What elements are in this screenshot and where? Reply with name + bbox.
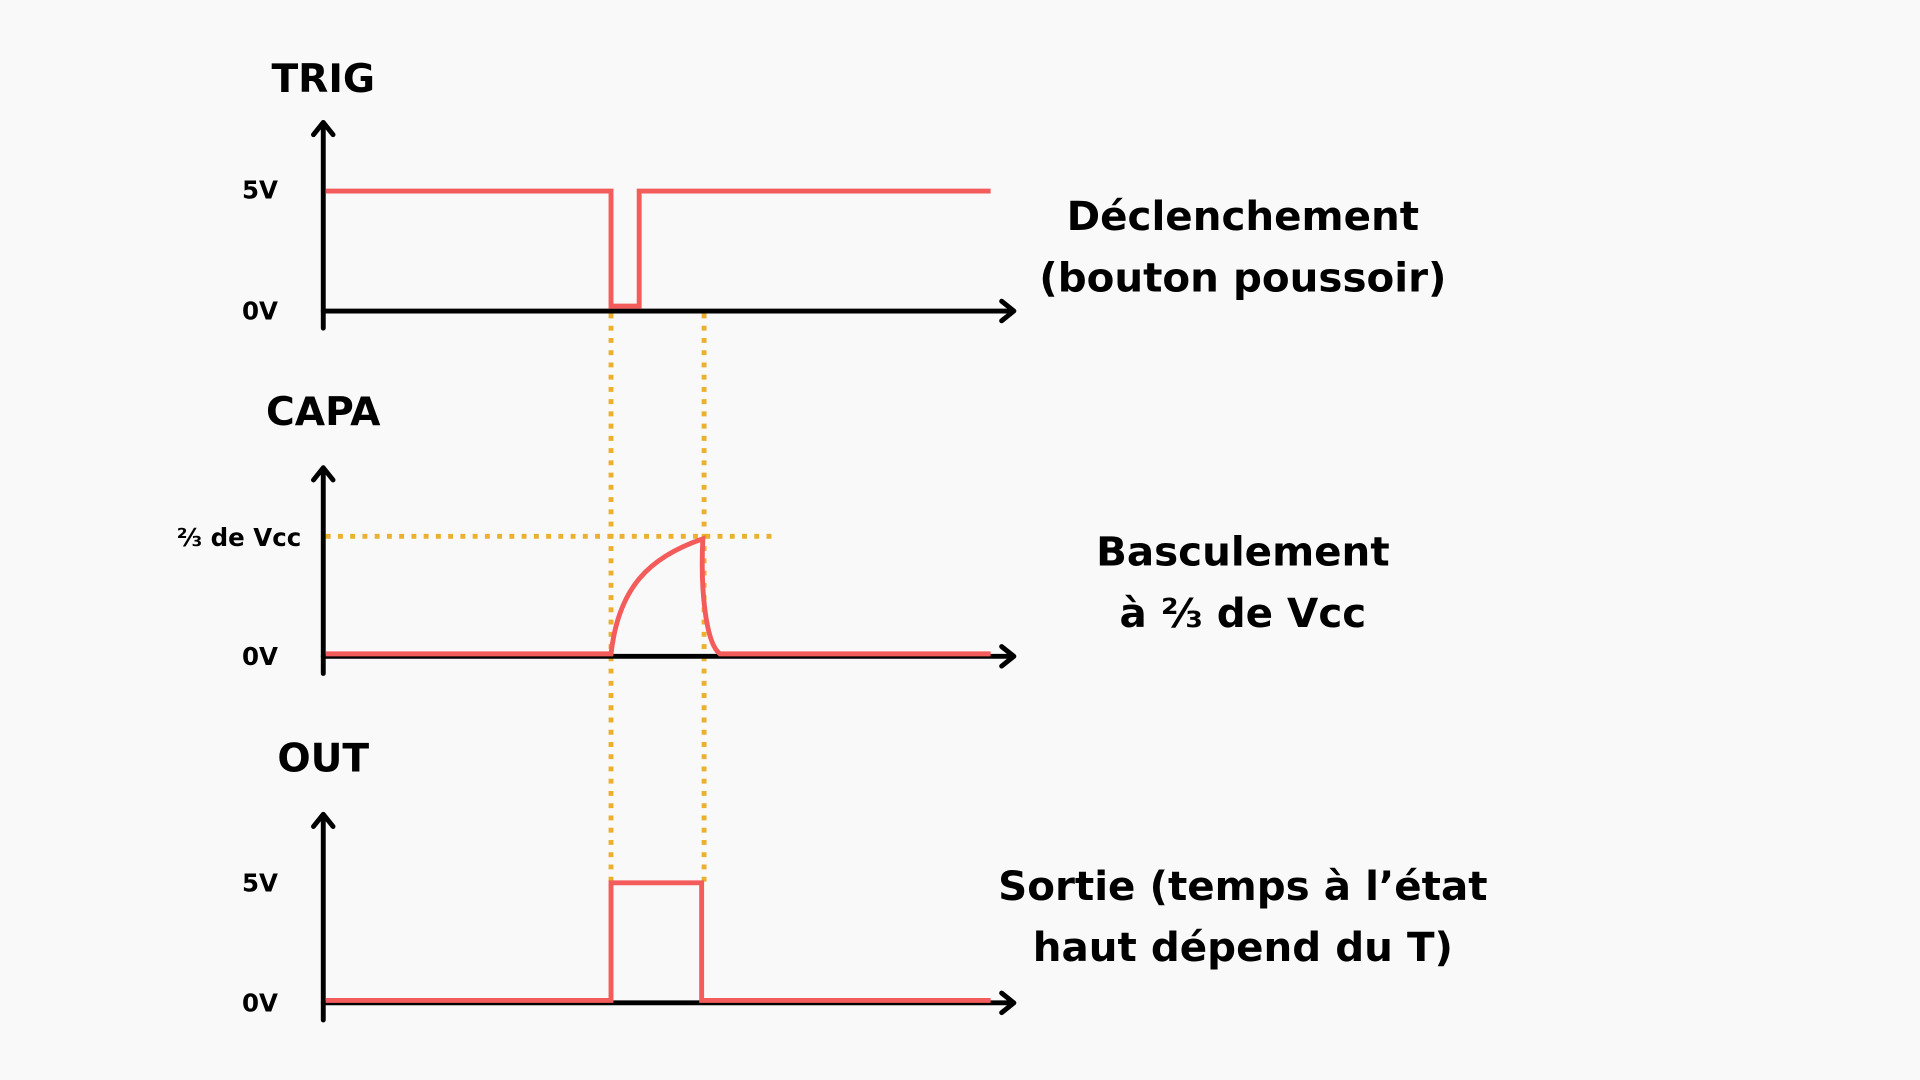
panel-description-line2: à ⅔ de Vcc [1120,589,1367,637]
panel-out: OUT 5V 0V Sortie (temps à l’état haut dé… [242,736,1488,1023]
panel-description-line1: Basculement [1096,528,1390,576]
low-label: 0V [242,297,278,326]
panel-description-line2: haut dépend du T) [1033,923,1453,971]
panel-title: OUT [277,736,369,781]
x-axis [320,298,1017,324]
high-label: 5V [242,868,278,897]
panel-description-line2: (bouton poussoir) [1039,253,1446,301]
capa-signal [325,535,991,657]
high-label: 5V [242,175,278,204]
low-label: 0V [242,642,278,671]
panel-description-line1: Déclenchement [1067,192,1420,240]
panel-description-line1: Sortie (temps à l’état [998,862,1487,910]
panel-title: TRIG [271,57,375,102]
out-signal [325,880,991,1003]
panel-capa: CAPA ⅔ de Vcc 0V Basculement à ⅔ de Vcc [177,390,1390,676]
panel-title: CAPA [266,390,381,435]
y-axis [311,811,336,1023]
trig-signal [325,188,991,309]
high-label: ⅔ de Vcc [177,523,301,552]
low-label: 0V [242,988,278,1017]
y-axis [311,120,336,331]
y-axis [311,465,336,676]
panel-trig: TRIG 5V 0V Déclenchement (bouton poussoi… [242,57,1446,331]
